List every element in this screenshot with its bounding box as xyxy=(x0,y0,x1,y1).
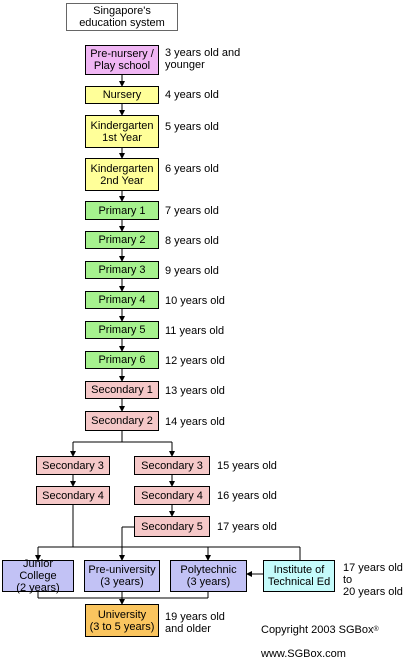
node-nursery: Nursery xyxy=(85,86,159,104)
node-primary-6: Primary 6 xyxy=(85,351,159,369)
node-pre-university: Pre-university (3 years) xyxy=(84,560,160,592)
node-secondary-5-right: Secondary 5 xyxy=(134,516,210,537)
node-primary-4: Primary 4 xyxy=(85,291,159,309)
age-university: 19 years old and older xyxy=(165,611,225,635)
node-secondary-2: Secondary 2 xyxy=(85,411,159,431)
node-university: University (3 to 5 years) xyxy=(85,604,159,637)
age-kindergarten-2: 6 years old xyxy=(165,163,219,175)
node-ite: Institute of Technical Ed xyxy=(263,560,335,592)
node-pre-nursery: Pre-nursery / Play school xyxy=(85,45,159,75)
node-secondary-3-left: Secondary 3 xyxy=(36,456,110,475)
age-primary-5: 11 years old xyxy=(165,325,225,337)
connector-lines xyxy=(35,75,301,605)
age-nursery: 4 years old xyxy=(165,89,219,101)
node-secondary-3-right: Secondary 3 xyxy=(134,456,210,475)
copyright-line-1: Copyright 2003 SGBox xyxy=(261,624,374,636)
node-junior-college: Junior College (2 years) xyxy=(2,558,74,594)
age-primary-4: 10 years old xyxy=(165,295,225,307)
age-primary-3: 9 years old xyxy=(165,265,219,277)
copyright-line-2: www.SGBox.com xyxy=(261,648,346,660)
age-pre-nursery: 3 years old and younger xyxy=(165,47,241,71)
age-secondary-5: 17 years old xyxy=(217,521,277,533)
registered-mark: ® xyxy=(373,626,379,633)
node-secondary-1: Secondary 1 xyxy=(85,381,159,399)
age-kindergarten-1: 5 years old xyxy=(165,121,219,133)
node-secondary-4-left: Secondary 4 xyxy=(36,486,110,505)
copyright-notice: Copyright 2003 SGBox® www.SGBox.com xyxy=(261,612,379,660)
node-polytechnic: Polytechnic (3 years) xyxy=(170,560,247,592)
node-primary-1: Primary 1 xyxy=(85,201,159,220)
node-primary-2: Primary 2 xyxy=(85,231,159,249)
node-primary-3: Primary 3 xyxy=(85,261,159,279)
node-kindergarten-1: Kindergarten 1st Year xyxy=(85,115,159,148)
age-secondary-3: 15 years old xyxy=(217,460,277,472)
node-primary-5: Primary 5 xyxy=(85,321,159,339)
age-secondary-4: 16 years old xyxy=(217,490,277,502)
age-secondary-2: 14 years old xyxy=(165,416,225,428)
node-secondary-4-right: Secondary 4 xyxy=(134,486,210,505)
age-secondary-1: 13 years old xyxy=(165,385,225,397)
node-kindergarten-2: Kindergarten 2nd Year xyxy=(85,158,159,191)
age-primary-6: 12 years old xyxy=(165,355,225,367)
age-primary-2: 8 years old xyxy=(165,235,219,247)
age-primary-1: 7 years old xyxy=(165,205,219,217)
diagram-title: Singapore's education system xyxy=(66,3,178,31)
age-post-secondary: 17 years old to 20 years old xyxy=(343,562,403,598)
